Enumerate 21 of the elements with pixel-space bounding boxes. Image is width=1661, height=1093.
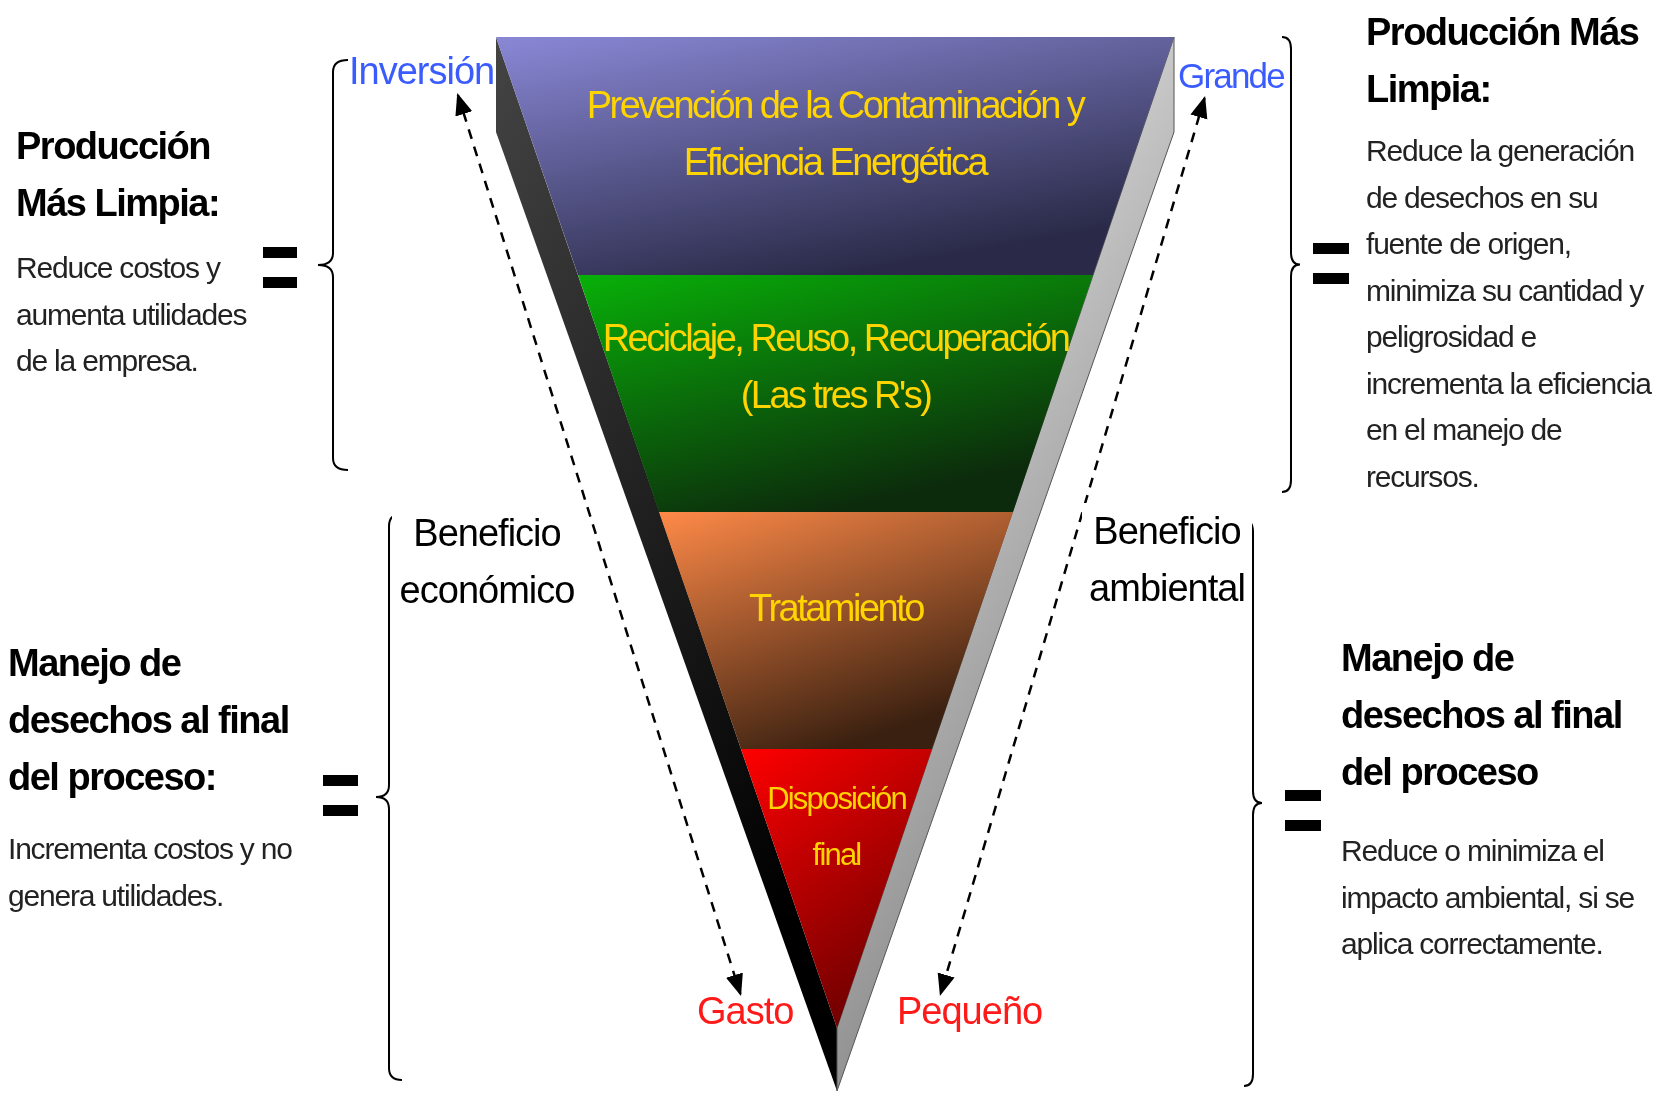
band-label: Tratamiento bbox=[748, 586, 925, 631]
band-label: Reciclaje, Reuso, Recuperación (Las tres R's) bbox=[601, 316, 1070, 418]
heading-text: Producción Más Limpia: bbox=[1366, 10, 1640, 112]
heading-text: Manejo de desechos al final del proceso bbox=[1341, 636, 1623, 795]
description-text: Incrementa costos y no genera utilidades. bbox=[8, 831, 293, 914]
double-arrow bbox=[937, 95, 1208, 997]
band-label: Disposición final bbox=[766, 780, 907, 874]
description-text: Reduce o minimiza el impacto ambiental, si se aplica correctamente. bbox=[1341, 833, 1635, 962]
band-label: Prevención de la Contaminación y Eficiencia Energética bbox=[585, 83, 1085, 185]
description-text: Reduce la generación de desechos en su fuente de origen, minimiza su cantidad y peligrosidad e incrementa la eficiencia en el manejo de recursos. bbox=[1366, 133, 1653, 495]
scale-label: Pequeño bbox=[897, 990, 1043, 1033]
double-arrow bbox=[455, 92, 743, 997]
pyramid-band bbox=[659, 512, 1013, 749]
scale-label: Inversión bbox=[349, 50, 495, 93]
pyramid-band bbox=[496, 37, 1174, 275]
heading-text: Producción Más Limpia: bbox=[16, 124, 221, 226]
scale-label: Gasto bbox=[697, 990, 794, 1033]
description-text: Reduce costos y aumenta utilidades de la empresa. bbox=[16, 250, 248, 379]
pyramid-band bbox=[578, 275, 1093, 512]
scale-label: Grande bbox=[1178, 56, 1284, 96]
heading-text: Manejo de desechos al final del proceso: bbox=[8, 641, 290, 800]
